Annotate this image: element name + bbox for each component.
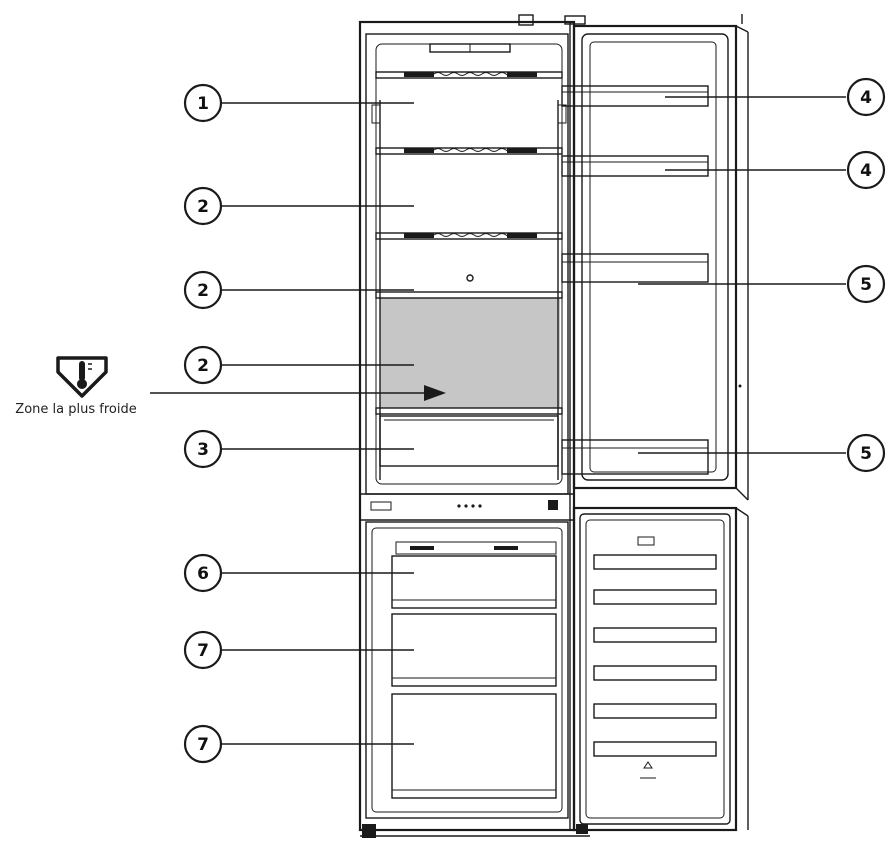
callout-2a: 2 (183, 186, 223, 226)
callout-label: 2 (197, 197, 209, 217)
top-hinge (518, 14, 534, 26)
fridge-door (561, 24, 749, 501)
crisper-drawer (379, 415, 559, 467)
control-panel (360, 493, 574, 521)
callout-2b: 2 (183, 270, 223, 310)
callout-4b: 4 (846, 150, 886, 190)
fridge-door-outline (572, 24, 738, 490)
callouts-left: 1 2 2 2 3 6 7 7 (183, 83, 223, 764)
freezer-compartment (365, 521, 569, 819)
callout-label: 4 (860, 161, 872, 181)
fridge-cabinet (358, 14, 743, 838)
callout-6: 6 (183, 553, 223, 593)
coldest-zone-caption: Zone la plus froide (15, 402, 136, 417)
callout-5b: 5 (846, 433, 886, 473)
freezer-drawer-7a (391, 613, 557, 687)
callout-label: 5 (860, 275, 872, 295)
fridge-shelves (371, 71, 567, 480)
callout-7a: 7 (183, 630, 223, 670)
callout-7b: 7 (183, 724, 223, 764)
callout-label: 5 (860, 444, 872, 464)
callout-3: 3 (183, 429, 223, 469)
callout-label: 6 (197, 564, 209, 584)
freezer-drawer-7b (391, 693, 557, 799)
callout-5a: 5 (846, 264, 886, 304)
freezer-door (572, 506, 749, 832)
callout-label: 3 (197, 440, 209, 460)
arrow-head (424, 385, 446, 401)
door-shelf-4a (561, 85, 709, 107)
callouts-right: 4 4 5 5 (846, 77, 886, 473)
callout-label: 7 (197, 641, 209, 661)
coldest-zone-thermometer-icon (56, 356, 108, 398)
freezer-door-outline (572, 506, 738, 832)
callout-label: 2 (197, 356, 209, 376)
callout-4a: 4 (846, 77, 886, 117)
callout-label: 4 (860, 88, 872, 108)
freezer-drawer-6 (391, 555, 557, 609)
callout-label: 2 (197, 281, 209, 301)
door-shelf-5b (561, 439, 709, 475)
cabinet-foot (362, 824, 376, 838)
callout-label: 1 (197, 94, 209, 114)
door-shelf-5a (561, 253, 709, 283)
callout-1: 1 (183, 83, 223, 123)
door-shelf-4b (561, 155, 709, 177)
leader-lines (150, 96, 846, 745)
thermostat-knob (466, 274, 474, 282)
coldest-zone-highlight (380, 298, 560, 408)
callout-label: 7 (197, 735, 209, 755)
callout-2c: 2 (183, 345, 223, 385)
